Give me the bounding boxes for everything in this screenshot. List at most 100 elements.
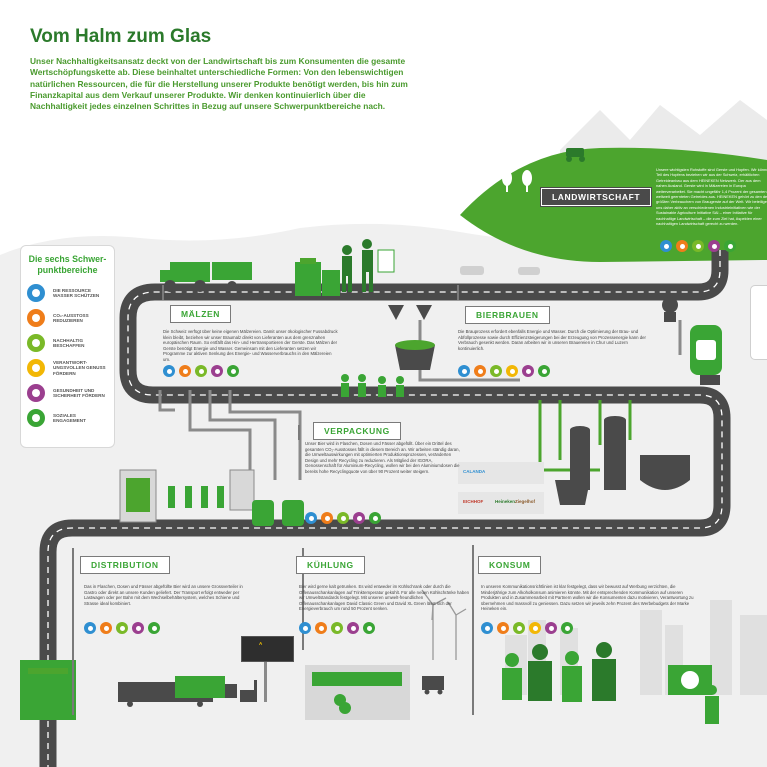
sourcing-icon [195, 365, 207, 377]
co2-footprint-icon [474, 365, 486, 377]
page-title: Vom Halm zum Glas [30, 26, 212, 47]
kuehlung-text: Bier wird gerne kalt getrunken. Es wird … [299, 584, 469, 612]
promo-stand [668, 665, 712, 695]
fermentation-tanks [555, 416, 690, 505]
section-label-bierbrauen: BIERBRAUEN [465, 306, 550, 324]
grain-sacks [295, 258, 340, 296]
trucks [175, 676, 237, 698]
maelzen-text: Die Schweiz verfügt über keine eigenen M… [163, 329, 338, 362]
konsum-icons [481, 622, 573, 634]
responsible-enjoyment-icon [506, 365, 518, 377]
sourcing-icon [337, 512, 349, 524]
section-label-landwirtschaft: LANDWIRTSCHAFT [539, 187, 653, 207]
field-tractor [160, 262, 252, 292]
brew-kettle [395, 340, 435, 370]
health-safety-icon [211, 365, 223, 377]
sourcing-icon [692, 240, 704, 252]
billboard-text: A [259, 641, 263, 646]
co2-footprint-icon [315, 622, 327, 634]
intro-text: Unser Nachhaltigkeitsansatz deckt von de… [30, 56, 408, 112]
quality-sign [377, 249, 395, 273]
health-safety-icon [347, 622, 359, 634]
legend-item-label: DIE RESSOURCE WASSER SCHÜTZEN [53, 287, 100, 299]
road-markings [47, 250, 723, 767]
co2-footprint-icon [321, 512, 333, 524]
forklift [240, 680, 257, 702]
legend-item-sourcing: NACHHALTIG BESCHAFFEN [27, 333, 108, 353]
section-label-maelzen: MÄLZEN [170, 305, 232, 323]
legend-item-social: SOZIALES ENGAGEMENT [27, 408, 108, 428]
legend-item-water: DIE RESSOURCE WASSER SCHÜTZEN [27, 283, 108, 303]
sourcing-icon [490, 365, 502, 377]
green-boiler [690, 325, 722, 385]
health-safety-icon [708, 240, 720, 252]
co2-footprint-icon [179, 365, 191, 377]
section-label-kuehlung: KÜHLUNG [296, 556, 365, 574]
health-safety-icon [353, 512, 365, 524]
delivery-truck [422, 676, 444, 695]
bottles [168, 486, 224, 508]
konsum-text: In unseren Kommunikationsrichtlinien ist… [481, 584, 694, 612]
hill-tractor [566, 148, 585, 162]
billboard: A [241, 636, 294, 662]
co2-footprint-icon [100, 622, 112, 634]
social-engagement-icon [369, 512, 381, 524]
distribution-text: Das in Flaschen, Dosen und Fässer abgefü… [84, 584, 243, 606]
brand-eichhof: EICHHOF [463, 499, 484, 504]
workers [341, 374, 404, 397]
social-engagement-icon [227, 365, 239, 377]
landwirtschaft-text: Unsere wichtigsten Rohstoffe sind Gerste… [656, 167, 767, 227]
verpackung-icons [305, 512, 381, 524]
landwirtschaft-icons [660, 240, 736, 252]
wind-turbines [421, 589, 467, 660]
section-label-konsum: KONSUM [478, 556, 542, 574]
social-engagement-icon [538, 365, 550, 377]
bierbrauen-icons [458, 365, 550, 377]
social-engagement-icon [561, 622, 573, 634]
health-safety-icon [132, 622, 144, 634]
farmers [342, 239, 373, 292]
legend-item-label: GESUNDHEIT UND SICHERHEIT FÖRDERN [53, 387, 105, 399]
distribution-icons [84, 622, 160, 634]
cooling-building [305, 665, 410, 720]
trees [502, 170, 532, 192]
beer-crates [458, 462, 544, 514]
water-drop-icon [660, 240, 672, 252]
responsible-enjoyment-icon [27, 359, 45, 377]
water-drop-icon [305, 512, 317, 524]
sourcing-icon [116, 622, 128, 634]
health-safety-icon [27, 384, 45, 402]
legend-item-label: SOZIALES ENGAGEMENT [53, 412, 86, 424]
kegs [252, 500, 304, 526]
cars [460, 266, 540, 275]
legend-item-co2: CO₂-AUSSTOSS REDUZIEREN [27, 308, 108, 328]
section-label-distribution: DISTRIBUTION [80, 556, 170, 574]
bierbrauen-text: Die Brauprozess erfordert ebenfalls Ener… [458, 329, 646, 351]
social-engagement-icon [148, 622, 160, 634]
sourcing-icon [27, 334, 45, 352]
legend-item-label: NACHHALTIG BESCHAFFEN [53, 337, 85, 349]
legend-item-health: GESUNDHEIT UND SICHERHEIT FÖRDERN [27, 383, 108, 403]
water-drop-icon [299, 622, 311, 634]
health-safety-icon [522, 365, 534, 377]
water-drop-icon [84, 622, 96, 634]
co2-footprint-icon [676, 240, 688, 252]
legend-item-label: CO₂-AUSSTOSS REDUZIEREN [53, 312, 89, 324]
social-engagement-icon [724, 240, 736, 252]
legend-title: Die sechs Schwer-punktbereiche [28, 254, 107, 275]
social-engagement-icon [27, 409, 45, 427]
water-drop-icon [458, 365, 470, 377]
sourcing-icon [331, 622, 343, 634]
social-engagement-icon [363, 622, 375, 634]
water-drop-icon [27, 284, 45, 302]
billboard-pole [264, 662, 267, 702]
brand-heineken: Heineken [495, 499, 516, 504]
water-drop-icon [163, 365, 175, 377]
water-drop-icon [481, 622, 493, 634]
warehouse [20, 660, 76, 720]
maelzen-icons [163, 365, 239, 377]
health-safety-icon [545, 622, 557, 634]
section-label-verpackung: VERPACKUNG [313, 422, 401, 440]
consumers [502, 642, 719, 724]
